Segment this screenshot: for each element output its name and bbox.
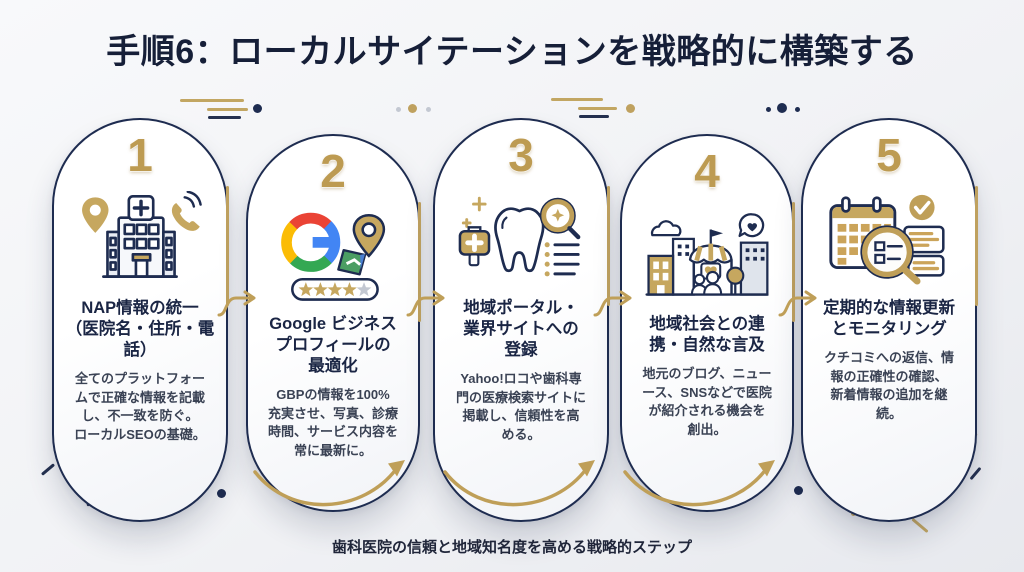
hospital-location-phone-icon xyxy=(82,191,202,278)
step-number: 2 xyxy=(320,145,346,197)
decor-dash xyxy=(40,463,56,476)
arrow-right-icon xyxy=(593,290,632,317)
gold-accent xyxy=(606,186,610,306)
step-card-3: 3 地域ポータル・ 業 xyxy=(433,118,610,522)
decor-dash xyxy=(551,98,603,101)
step-card-2: 2 xyxy=(246,134,421,512)
step-number: 4 xyxy=(694,145,720,197)
decor-dash xyxy=(207,108,248,111)
arrow-right-icon xyxy=(406,290,445,317)
decor-dash xyxy=(208,116,241,119)
decor-dot xyxy=(396,107,401,112)
step-icon-zone xyxy=(825,182,953,294)
google-business-profile-icon xyxy=(281,212,386,301)
decor-dot xyxy=(795,107,800,112)
step-body: 全てのプラットフォー ムで正確な情報を記載 し、不一致を防ぐ。 ローカルSEOの… xyxy=(74,371,206,442)
calendar-monitoring-icon xyxy=(829,194,945,285)
gold-accent xyxy=(974,186,978,306)
step-icon-zone xyxy=(641,198,773,310)
gold-accent xyxy=(417,202,421,322)
decor-dash xyxy=(969,466,982,481)
step-number: 5 xyxy=(876,129,902,181)
step-body: Yahoo!ロコや歯科専 門の医療検索サイトに 掲載し、信頼性を高 める。 xyxy=(455,371,586,442)
swoosh-arrow-icon xyxy=(443,460,595,507)
decor-dash xyxy=(180,99,244,102)
decor-dot xyxy=(217,489,226,498)
decor-dot xyxy=(794,486,803,495)
step-body: クチコミへの返信、情 報の正確性の確認、 新着情報の追加を継 続。 xyxy=(823,350,954,421)
decor-dash xyxy=(911,517,929,534)
step-title: Google ビジネス プロフィールの 最適化 xyxy=(269,315,397,376)
step-title: 地域社会との連 携・自然な言及 xyxy=(649,315,765,355)
swoosh-arrow-icon xyxy=(253,460,405,507)
decor-dot xyxy=(777,103,787,113)
decor-dash xyxy=(579,115,609,118)
swoosh-arrow-icon xyxy=(623,460,775,507)
step-number: 1 xyxy=(127,129,153,181)
step-title: 地域ポータル・ 業界サイトへの 登録 xyxy=(463,299,579,360)
gold-accent xyxy=(791,202,795,322)
step-icon-zone xyxy=(78,182,202,294)
step-body: GBPの情報を100% 充実させ、写真、診療 時間、サービス内容を 常に最新に。 xyxy=(267,387,398,458)
arrow-right-icon xyxy=(778,290,817,317)
step-card-5: 5 xyxy=(801,118,978,522)
footer-caption: 歯科医院の信頼と地域知名度を高める戦略的ステップ xyxy=(331,539,692,556)
decor-dot xyxy=(626,104,635,113)
step-card-1: 1 xyxy=(52,118,229,522)
step-number: 3 xyxy=(508,129,534,181)
step-icon-zone xyxy=(270,198,396,310)
decor-dot xyxy=(766,107,771,112)
decor-dash xyxy=(578,107,617,110)
arrow-right-icon xyxy=(217,290,256,317)
step-title: 定期的な情報更新 とモニタリング xyxy=(823,299,955,339)
step-body: 地元のブログ、ニュー ース、SNSなどで医院 が紹介される機会を 創出。 xyxy=(642,366,772,437)
step-title: NAP情報の統一 （医院名・住所・電話） xyxy=(65,299,215,360)
decor-dot xyxy=(253,104,262,113)
step-card-4: 4 xyxy=(620,134,795,512)
decor-dot xyxy=(426,107,431,112)
community-mention-icon xyxy=(645,213,769,296)
page-title: 手順6：ローカルサイテーションを戦略的に構築する xyxy=(106,33,918,71)
gold-accent xyxy=(225,186,229,306)
decor-dot xyxy=(408,104,417,113)
tooth-search-directory-icon xyxy=(458,196,581,277)
step-icon-zone xyxy=(458,182,584,294)
